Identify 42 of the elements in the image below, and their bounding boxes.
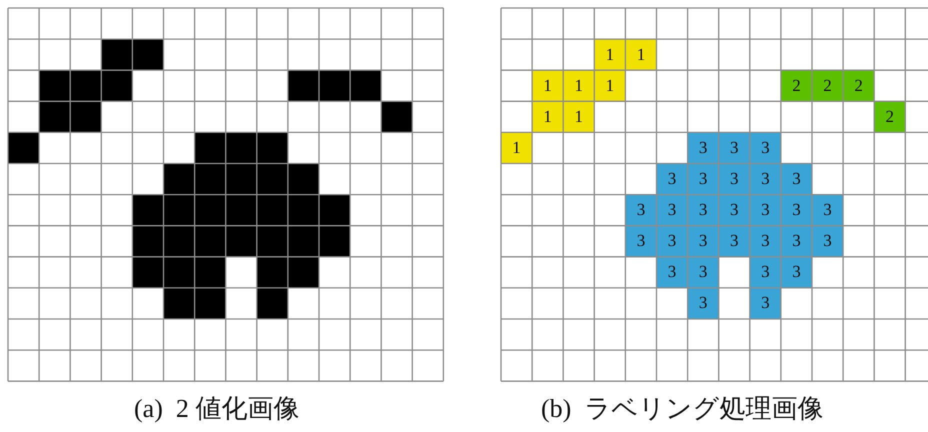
cell-number: 1 <box>573 74 584 97</box>
cell-number: 3 <box>698 168 708 190</box>
cell-number: 3 <box>698 230 708 252</box>
cell-number: 3 <box>760 199 771 222</box>
cell-number: 3 <box>636 199 646 222</box>
cell-number: 3 <box>822 230 833 252</box>
cell-number: 3 <box>728 136 740 159</box>
cell-number: 3 <box>698 261 708 284</box>
cell-number: 3 <box>698 292 708 314</box>
cell-number: 3 <box>760 292 771 314</box>
cell-number: 1 <box>542 74 553 97</box>
cell-number: 1 <box>604 74 616 97</box>
cell-number: 3 <box>791 168 802 190</box>
cell-number: 1 <box>604 44 616 66</box>
cell-number: 3 <box>636 230 646 252</box>
cell-number: 3 <box>760 230 771 252</box>
cell-number: 1 <box>636 44 646 66</box>
cell-number: 2 <box>853 74 864 97</box>
cell-number: 3 <box>791 261 802 284</box>
cell-number: 2 <box>822 74 833 97</box>
cell-number: 3 <box>760 136 771 159</box>
caption: (b) ラベリング処理画像 <box>541 393 824 425</box>
cell-number: 3 <box>760 168 771 190</box>
cell-number: 1 <box>511 136 522 159</box>
caption: (a) 2 値化画像 <box>134 393 300 425</box>
cell-number: 2 <box>884 106 895 128</box>
cell-number: 3 <box>822 199 833 222</box>
cell-number: 3 <box>666 199 678 222</box>
cell-number: 3 <box>698 199 708 222</box>
cell-number: 1 <box>542 106 553 128</box>
cell-number: 3 <box>666 168 678 190</box>
cell-number: 3 <box>728 199 740 222</box>
cell-number: 3 <box>698 136 708 159</box>
cell-number: 3 <box>666 261 678 284</box>
cell-number: 3 <box>728 168 740 190</box>
cell-number: 3 <box>666 230 678 252</box>
cell-number: 3 <box>728 230 740 252</box>
cell-number: 3 <box>791 230 802 252</box>
cell-number: 1 <box>573 106 584 128</box>
cell-number: 3 <box>791 199 802 222</box>
cell-number: 2 <box>791 74 802 97</box>
cell-number: 3 <box>760 261 771 284</box>
